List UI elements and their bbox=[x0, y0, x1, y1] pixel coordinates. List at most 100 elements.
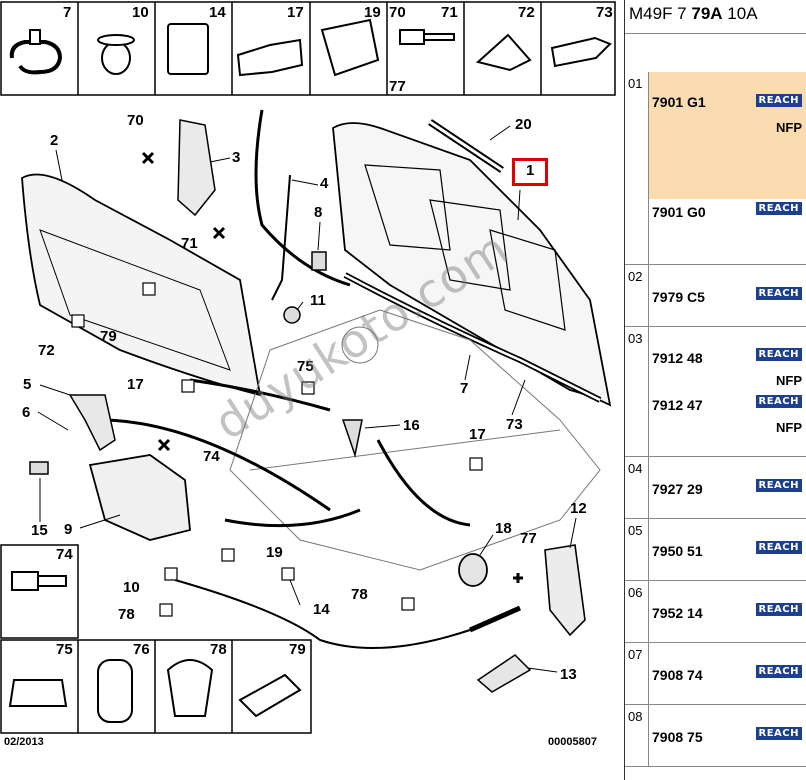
part-index: 02 bbox=[625, 265, 649, 326]
callout-17b[interactable]: 17 bbox=[469, 426, 486, 443]
hood-cutout-b bbox=[429, 199, 511, 291]
callout-19[interactable]: 19 bbox=[266, 544, 283, 561]
part-index: 01 bbox=[625, 72, 649, 264]
callout-71[interactable]: 71 bbox=[181, 235, 198, 252]
clip-8 bbox=[311, 251, 327, 271]
screw-head-icon bbox=[11, 571, 39, 591]
reach-badge: REACH bbox=[755, 395, 802, 408]
part-row-04: 04 7927 29 REACH bbox=[625, 457, 806, 519]
thumb-label-72: 72 bbox=[518, 4, 535, 21]
thumb-label-79: 79 bbox=[289, 641, 306, 658]
part-row-07: 07 7908 74 REACH bbox=[625, 643, 806, 705]
part-row-08: 08 7908 75 REACH bbox=[625, 705, 806, 767]
thumb-label-78: 78 bbox=[210, 641, 227, 658]
cable-curve-b bbox=[99, 418, 331, 512]
callout-20[interactable]: 20 bbox=[515, 116, 532, 133]
bolt-shank-icon bbox=[423, 33, 455, 41]
callout-73[interactable]: 73 bbox=[506, 416, 523, 433]
callout-77[interactable]: 77 bbox=[520, 530, 537, 547]
callout-74[interactable]: 74 bbox=[203, 448, 220, 465]
part-item-7979-c5[interactable]: 7979 C5 REACH bbox=[649, 265, 806, 327]
grommet-icon bbox=[101, 41, 131, 75]
callout-7[interactable]: 7 bbox=[460, 380, 469, 397]
callout-79[interactable]: 79 bbox=[100, 328, 117, 345]
grommet-11 bbox=[283, 306, 301, 324]
top-thumbnail-grid bbox=[0, 1, 616, 96]
model-code-prefix: M49F 7 bbox=[629, 4, 687, 23]
part-ref: 7912 47 bbox=[652, 397, 703, 413]
callout-6[interactable]: 6 bbox=[22, 404, 31, 421]
safety-catch bbox=[68, 394, 116, 452]
callout-8[interactable]: 8 bbox=[314, 204, 323, 221]
thumb-label-17: 17 bbox=[287, 4, 304, 21]
diagram-date: 02/2013 bbox=[4, 736, 44, 748]
callout-11[interactable]: 11 bbox=[310, 292, 326, 309]
drawing-number: 00005807 bbox=[548, 736, 597, 748]
bolt-15 bbox=[29, 461, 49, 475]
part-ref: 7912 48 bbox=[652, 350, 703, 366]
thumb-label-14: 14 bbox=[209, 4, 226, 21]
hood-cutout-c bbox=[489, 229, 566, 331]
nfp-label: NFP bbox=[776, 420, 802, 435]
part-item-7927-29[interactable]: 7927 29 REACH bbox=[649, 457, 806, 519]
part-ref: 7901 G1 bbox=[652, 94, 706, 110]
callout-17a[interactable]: 17 bbox=[127, 376, 144, 393]
callout-12[interactable]: 12 bbox=[570, 500, 587, 517]
push-rivet-icon bbox=[550, 36, 612, 68]
callout-9[interactable]: 9 bbox=[64, 521, 73, 538]
callout-15[interactable]: 15 bbox=[31, 522, 48, 539]
part-item-7912-47[interactable]: 7912 47 REACH NFP bbox=[649, 392, 806, 457]
callout-1[interactable]: 1 bbox=[526, 162, 535, 179]
release-cable bbox=[174, 579, 471, 649]
reach-badge: REACH bbox=[755, 541, 802, 554]
callout-16[interactable]: 16 bbox=[403, 417, 420, 434]
engine-bay-outline bbox=[229, 309, 601, 571]
part-item-7952-14[interactable]: 7952 14 REACH bbox=[649, 581, 806, 643]
callout-2[interactable]: 2 bbox=[50, 132, 59, 149]
hood-inner-panel bbox=[21, 173, 262, 397]
callout-14[interactable]: 14 bbox=[313, 601, 330, 618]
callout-4[interactable]: 4 bbox=[320, 175, 329, 192]
callout-78b[interactable]: 78 bbox=[351, 586, 368, 603]
grommet-flange-icon bbox=[97, 34, 135, 46]
part-item-7950-51[interactable]: 7950 51 REACH bbox=[649, 519, 806, 581]
release-handle bbox=[544, 544, 586, 637]
thumb-label-7: 7 bbox=[63, 4, 72, 21]
part-ref: 7908 75 bbox=[652, 729, 703, 745]
part-item-7901-g1[interactable]: 7901 G1 REACH NFP bbox=[649, 72, 806, 199]
callout-13[interactable]: 13 bbox=[560, 666, 577, 683]
buffer bbox=[341, 419, 363, 458]
part-item-7912-48[interactable]: 7912 48 REACH NFP bbox=[649, 327, 806, 392]
part-item-7901-g0[interactable]: 7901 G0 REACH bbox=[649, 199, 806, 264]
nfp-label: NFP bbox=[776, 373, 802, 388]
callout-78a[interactable]: 78 bbox=[118, 606, 135, 623]
callout-10[interactable]: 10 bbox=[123, 579, 140, 596]
callout-70[interactable]: 70 bbox=[127, 112, 144, 129]
part-index: 03 bbox=[625, 327, 649, 456]
clip-fir-icon bbox=[475, 33, 532, 72]
release-handle-shaft bbox=[468, 605, 522, 633]
cable-curve-a bbox=[254, 109, 351, 287]
bonnet-lock bbox=[88, 454, 191, 541]
part-index: 06 bbox=[625, 581, 649, 642]
part-item-7908-74[interactable]: 7908 74 REACH bbox=[649, 643, 806, 705]
diagram-drawing bbox=[0, 1, 616, 734]
thumb-label-19: 19 bbox=[364, 4, 381, 21]
callout-5[interactable]: 5 bbox=[23, 376, 32, 393]
part-row-05: 05 7950 51 REACH bbox=[625, 519, 806, 581]
strut-top bbox=[341, 326, 379, 364]
part-index: 08 bbox=[625, 705, 649, 766]
part-item-7908-75[interactable]: 7908 75 REACH bbox=[649, 705, 806, 767]
callout-72[interactable]: 72 bbox=[38, 342, 55, 359]
part-index: 04 bbox=[625, 457, 649, 518]
callout-3[interactable]: 3 bbox=[232, 149, 241, 166]
reach-badge: REACH bbox=[755, 348, 802, 361]
part-row-02: 02 7979 C5 REACH bbox=[625, 265, 806, 327]
callout-18[interactable]: 18 bbox=[495, 520, 512, 537]
thumb-label-75: 75 bbox=[56, 641, 73, 658]
hood-cutout-a bbox=[364, 164, 451, 251]
thumb-label-76: 76 bbox=[133, 641, 150, 658]
reach-badge: REACH bbox=[755, 94, 802, 107]
thumb-label-10: 10 bbox=[132, 4, 149, 21]
callout-75[interactable]: 75 bbox=[297, 358, 314, 375]
